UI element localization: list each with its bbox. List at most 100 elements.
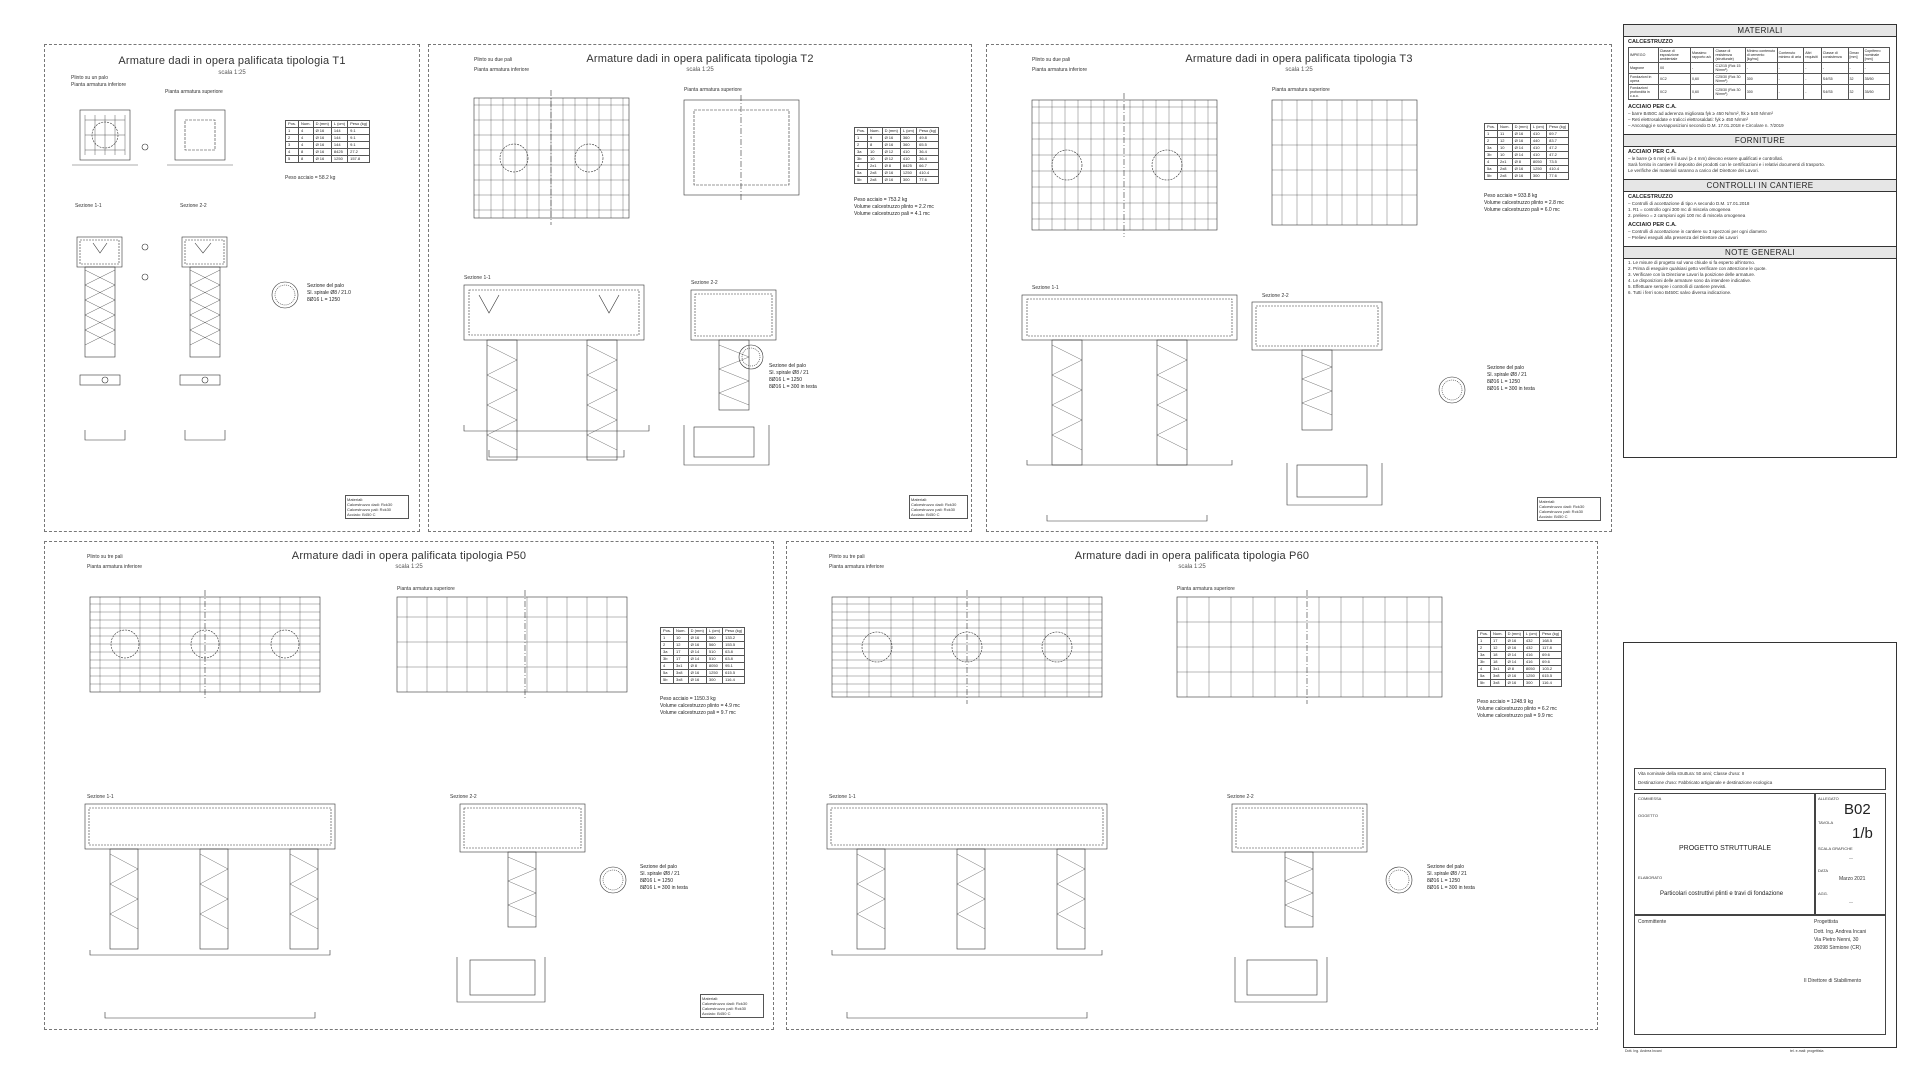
tb-progettista-addr: Via Pietro Nenni, 30 (1814, 937, 1859, 943)
pile-section-note: Sezione del palo Sl. spirale Ø8 / 21.0 8… (307, 283, 351, 303)
sec2-label: Sezione 2-2 (180, 203, 207, 209)
tb-commessa-label: COMMESSA (1638, 796, 1662, 801)
top-plan-label: Pianta armatura superiore (165, 89, 223, 95)
panel-title: Armature dadi in opera palificata tipolo… (118, 55, 346, 67)
tb-data-label: DATA (1818, 868, 1829, 873)
plinth-label: Plinto su due pali (474, 57, 513, 63)
forniture-sub: ACCIAIO PER C.A. (1628, 149, 1677, 155)
pile-section-note: Sezione del palo Sl. spirale Ø8 / 21 8Ø1… (1427, 864, 1475, 891)
panel-scale: scala 1:25 (1285, 67, 1313, 73)
plinth-label: Plinto su un palo (71, 75, 108, 81)
pile-section-note: Sezione del palo Sl. spirale Ø8 / 21 8Ø1… (640, 864, 688, 891)
tb-info-box (1634, 768, 1886, 790)
sec2-label: Sezione 2-2 (450, 794, 477, 800)
sec2-label: Sezione 2-2 (691, 280, 718, 286)
top-plan-label: Pianta armatura superiore (1177, 586, 1235, 592)
panel-t2: Armature dadi in opera palificata tipolo… (428, 44, 972, 532)
tb-side-box (1814, 793, 1886, 915)
panel-title: Armature dadi in opera palificata tipolo… (586, 53, 814, 65)
note-generali-header: NOTE GENERALI (1624, 246, 1896, 259)
bottom-plan-label: Pianta armatura inferiore (1032, 67, 1088, 73)
sec1-label: Sezione 1-1 (75, 203, 102, 209)
panel-title: Armature dadi in opera palificata tipolo… (1185, 53, 1413, 65)
controlli-sub-steel: ACCIAIO PER C.A. (1628, 222, 1677, 228)
plinth-label: Plinto su tre pali (87, 554, 123, 560)
controlli-sub-cls: CALCESTRUZZO (1628, 194, 1673, 200)
tb-allegato-label: ALLEGATO (1818, 796, 1839, 801)
t2-drawing (463, 90, 800, 466)
bottom-plan-label: Pianta armatura inferiore (71, 82, 127, 88)
pile-section-note: Sezione del palo Sl. spirale Ø8 / 21 8Ø1… (769, 363, 817, 390)
tb-scala: — (1849, 855, 1853, 860)
tb-main-box (1634, 793, 1816, 915)
tb-parties-box (1634, 915, 1886, 1035)
tb-committente: Committente (1638, 919, 1667, 925)
t3-drawing (1021, 93, 1466, 522)
controlli-notes-cls: – Controlli di accettazione di tipo A se… (1628, 201, 1750, 218)
panel-scale: scala 1:25 (218, 70, 246, 76)
footer-right: tel. e-mail: progettista (1790, 1049, 1824, 1053)
panel-title: Armature dadi in opera palificata tipolo… (1074, 550, 1310, 562)
bottom-plan-label: Pianta armatura inferiore (474, 67, 530, 73)
top-plan-label: Pianta armatura superiore (1272, 87, 1330, 93)
bottom-plan-label: Pianta armatura inferiore (87, 564, 143, 570)
tb-destinazione: Destinazione d'uso: Fabbricato artigiana… (1638, 780, 1773, 785)
panel-p60: Armature dadi in opera palificata tipolo… (786, 541, 1598, 1030)
tb-elaborato: Particolari costruttivi plinti e travi d… (1660, 891, 1784, 897)
top-plan-label: Pianta armatura superiore (684, 87, 742, 93)
acciaio-notes: – barre B450C ad aderenza migliorata fyk… (1628, 111, 1784, 128)
title-block: Vita nominale della struttura: 50 anni; … (1623, 642, 1897, 1048)
tb-progettista-city: 26098 Sirmione (CR) (1814, 945, 1861, 951)
forniture-notes: – le barre (≥ 6 mm) e fili nuovi (≥ 4 mm… (1628, 156, 1825, 173)
bottom-plan-label: Pianta armatura inferiore (829, 564, 885, 570)
tb-allegato: B02 (1844, 801, 1871, 818)
panel-t1: Plinto su un palo Pianta armatura inferi… (44, 44, 420, 532)
tb-tavola: 1/b (1852, 825, 1873, 842)
acciaio-heading: ACCIAIO PER C.A. (1628, 104, 1677, 110)
sec2-label: Sezione 2-2 (1262, 293, 1289, 299)
p50-drawing (84, 590, 628, 1019)
tb-elaborato-label: ELABORATO (1638, 875, 1663, 880)
controlli-notes-steel: – Controlli di accettazione in cantiere … (1628, 229, 1767, 240)
materiali-header: MATERIALI (1624, 25, 1896, 37)
plinth-label: Plinto su due pali (1032, 57, 1071, 63)
tb-oggetto-label: OGGETTO (1638, 813, 1658, 818)
sec2-label: Sezione 2-2 (1227, 794, 1254, 800)
panel-t3: Armature dadi in opera palificata tipolo… (986, 44, 1612, 532)
pile-section-note: Sezione del palo Sl. spirale Ø8 / 21 8Ø1… (1487, 365, 1535, 392)
plinth-label: Plinto su tre pali (829, 554, 865, 560)
tb-agg: — (1849, 899, 1853, 904)
note-generali-list: 1. Le misure di progetto sul vano chiude… (1628, 260, 1767, 295)
top-plan-label: Pianta armatura superiore (397, 586, 455, 592)
panel-title: Armature dadi in opera palificata tipolo… (291, 550, 527, 562)
forniture-header: FORNITURE (1624, 134, 1896, 147)
panel-scale: scala 1:25 (395, 564, 423, 570)
sec1-label: Sezione 1-1 (87, 794, 114, 800)
tb-vita: Vita nominale della struttura: 50 anni; … (1638, 771, 1745, 776)
tb-agg-label: AGG. (1818, 891, 1829, 896)
sec1-label: Sezione 1-1 (829, 794, 856, 800)
footer-left: Dott. Ing. Andrea Incani (1625, 1049, 1662, 1053)
calcestruzzo-heading: CALCESTRUZZO (1628, 39, 1673, 45)
tb-progettista-label: Progettista (1814, 919, 1838, 925)
sec1-label: Sezione 1-1 (1032, 285, 1059, 291)
tb-progettista-name: Dott. Ing. Andrea Incani (1814, 929, 1867, 935)
sec1-label: Sezione 1-1 (464, 275, 491, 281)
tb-tavola-label: TAVOLA (1818, 820, 1834, 825)
controlli-header: CONTROLLI IN CANTIERE (1624, 179, 1896, 192)
tb-direttore: Il Direttore di Stabilimento (1804, 978, 1862, 984)
panel-scale: scala 1:25 (686, 67, 714, 73)
panel-scale: scala 1:25 (1178, 564, 1206, 570)
tb-oggetto: PROGETTO STRUTTURALE (1679, 845, 1772, 852)
